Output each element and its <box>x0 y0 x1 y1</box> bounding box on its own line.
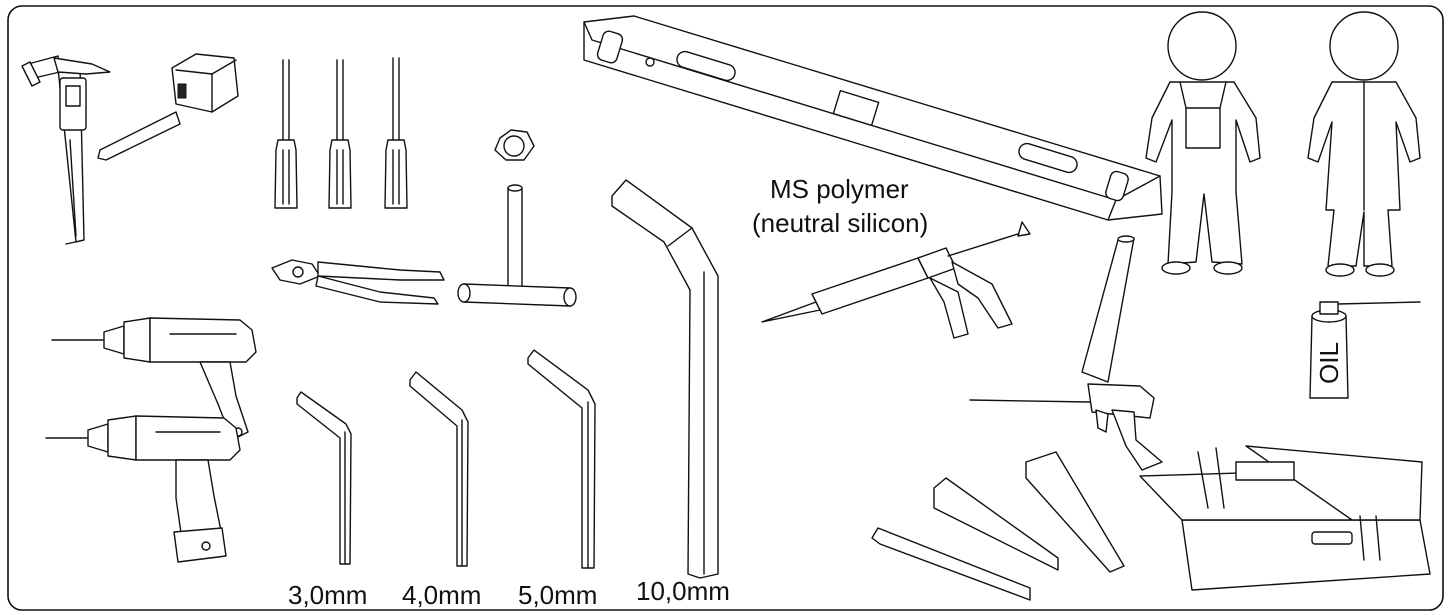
drill-icon <box>51 317 257 441</box>
overalls-worker-icon <box>1145 11 1261 275</box>
coat-worker-icon <box>1307 11 1421 277</box>
hex-key-3mm-icon <box>296 391 352 565</box>
hex-key-3mm-label: 3,0mm <box>288 580 367 610</box>
pliers-icon <box>271 259 445 305</box>
screwdriver-icon <box>274 59 298 209</box>
sealant-label-line2: (neutral silicon) <box>752 208 928 238</box>
sealant-label-line1: MS polymer <box>770 174 909 204</box>
sealant-gun-icon <box>761 221 1031 339</box>
wedge-icon <box>1025 451 1125 573</box>
hex-key-10mm-icon <box>611 179 719 579</box>
t-handle-key-icon <box>457 184 577 307</box>
toolbox-icon <box>1139 445 1431 591</box>
caliper-icon <box>21 55 111 245</box>
spirit-level-icon <box>583 15 1163 221</box>
hex-key-4mm-icon <box>409 371 469 567</box>
foam-gun-icon <box>969 235 1163 471</box>
oil-can-icon: OIL <box>1309 301 1421 399</box>
screwdriver-icon <box>328 59 352 209</box>
hex-key-5mm-icon <box>527 349 596 569</box>
wedge-icon <box>871 527 1031 601</box>
hex-nut-icon <box>494 129 535 161</box>
hex-key-10mm-label: 10,0mm <box>636 576 730 606</box>
wedge-icon <box>933 477 1059 571</box>
screwdriver-icon <box>384 57 408 209</box>
hex-key-4mm-label: 4,0mm <box>402 580 481 610</box>
oil-label: OIL <box>1314 342 1344 384</box>
hex-key-5mm-label: 5,0mm <box>518 580 597 610</box>
drill-icon <box>45 415 241 563</box>
tape-measure-icon <box>97 53 239 161</box>
